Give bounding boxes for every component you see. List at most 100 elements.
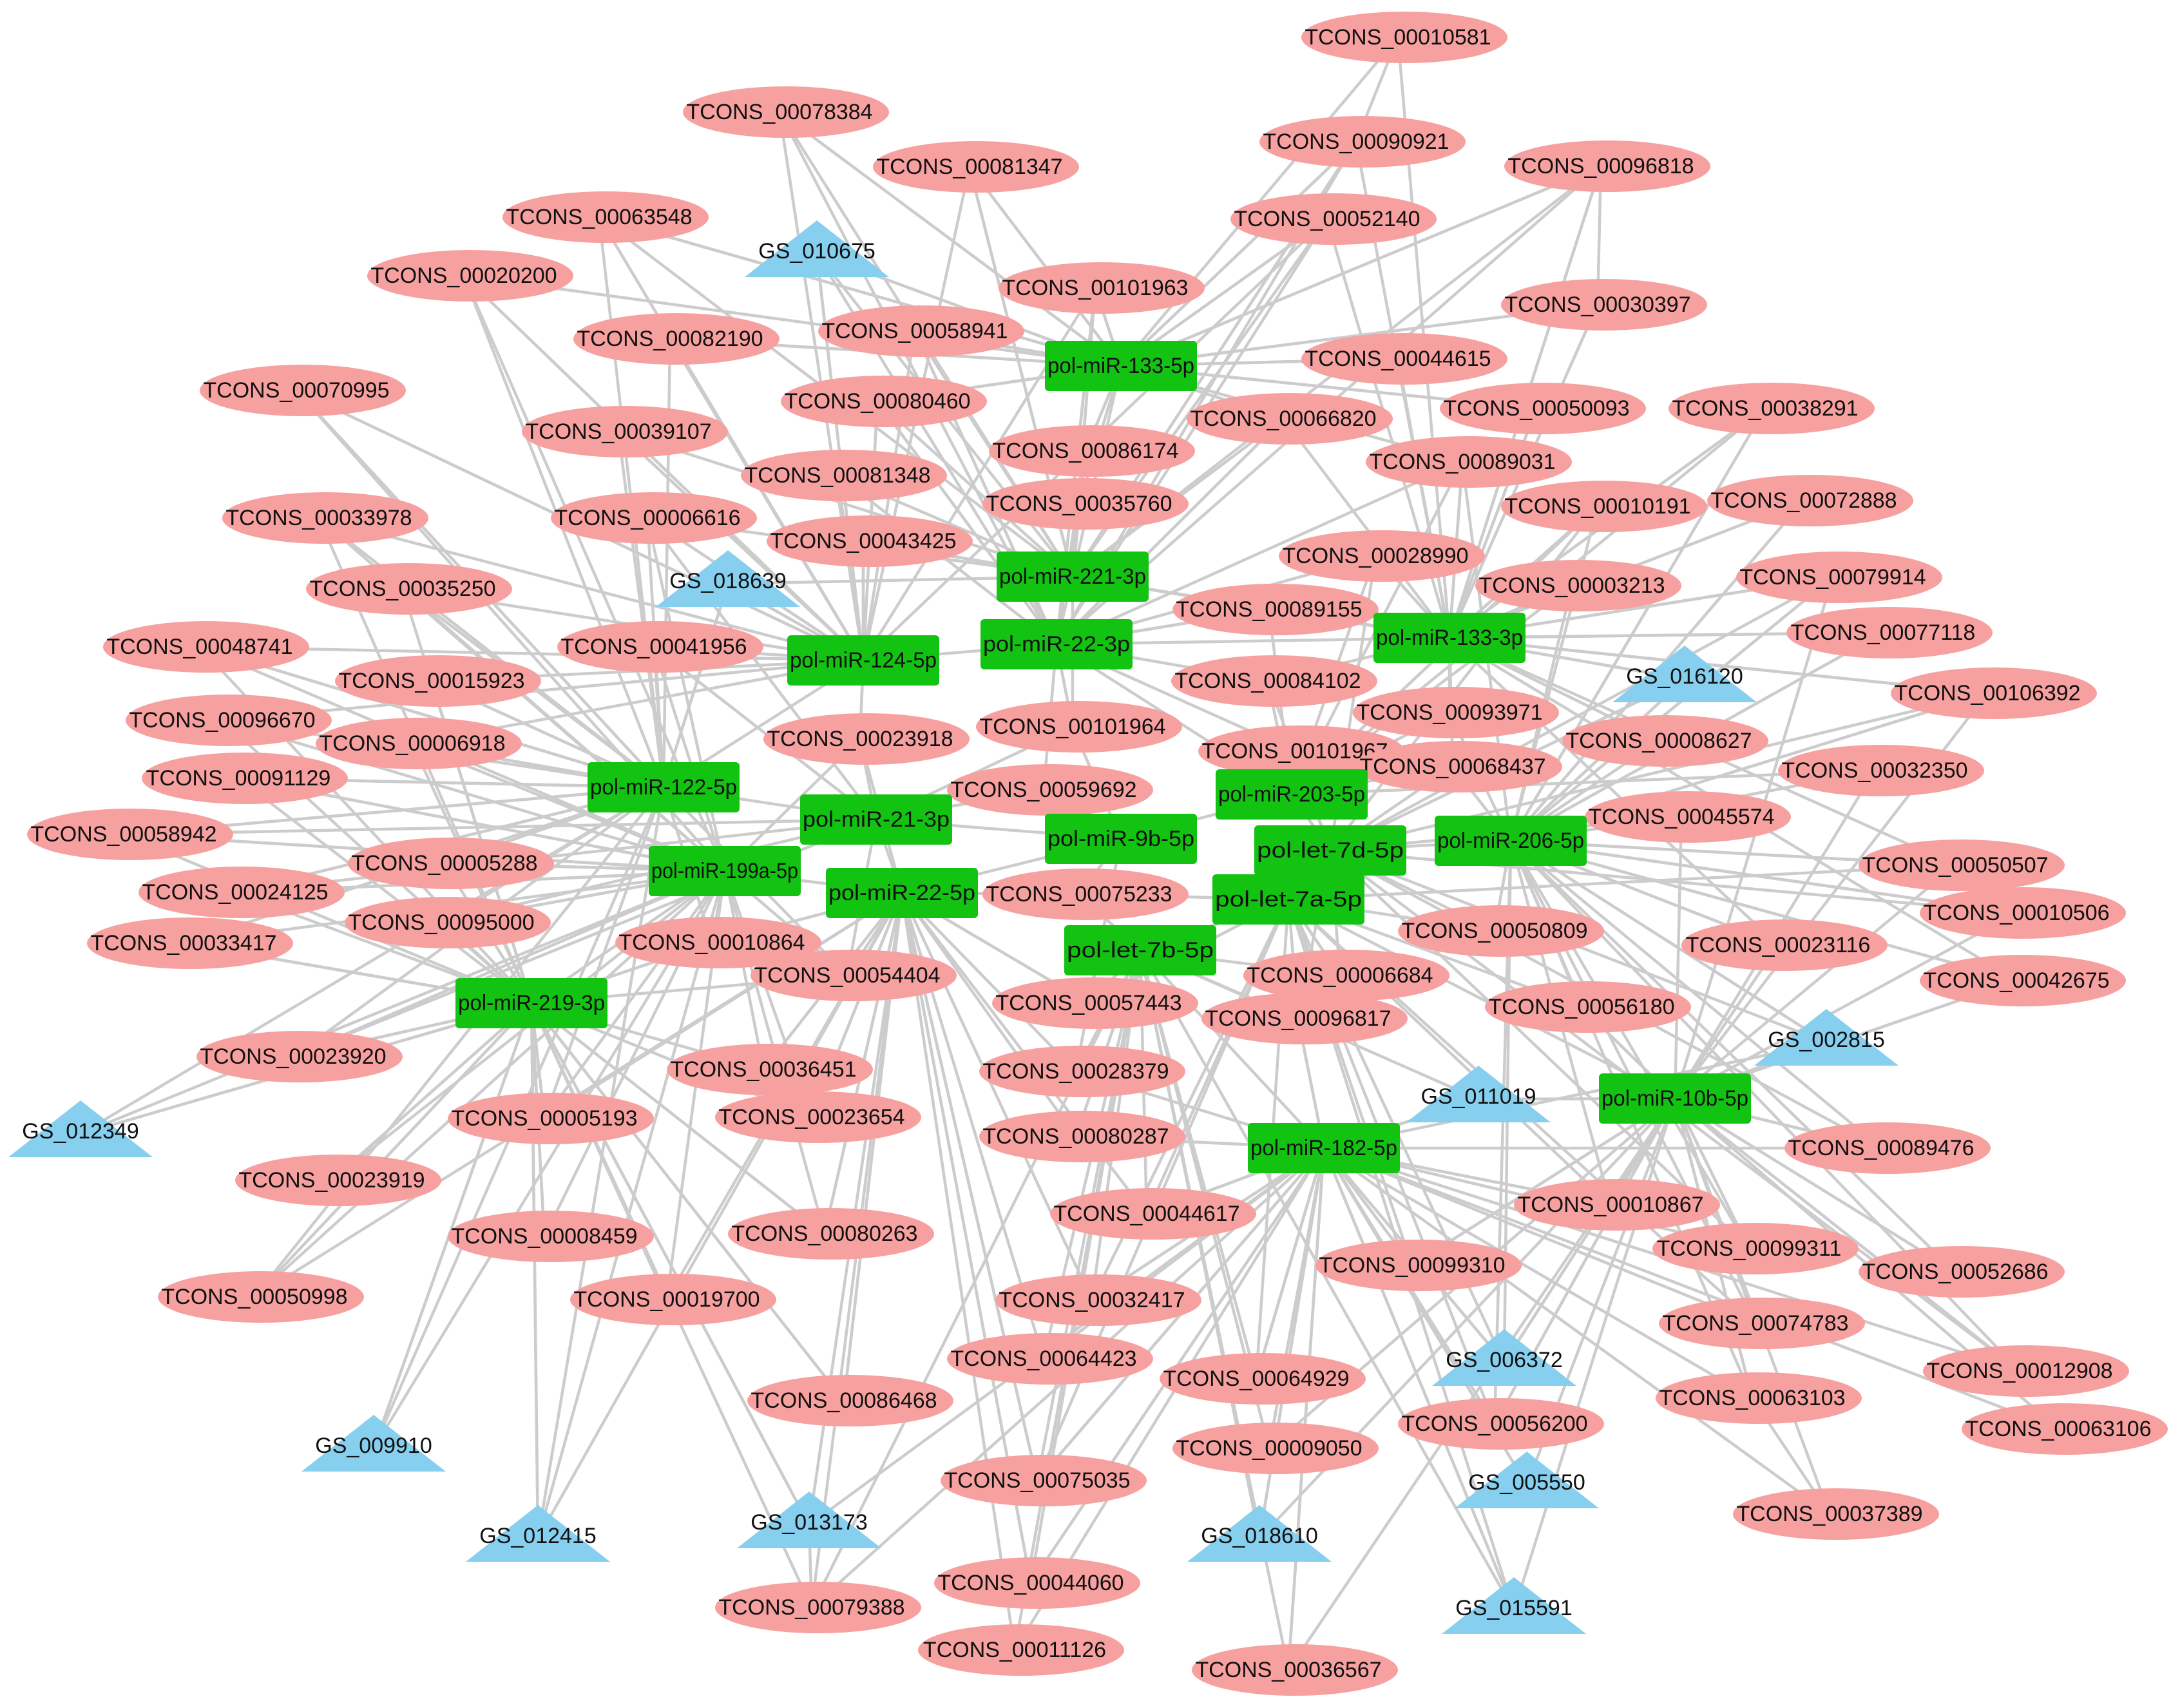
lncrna-node-tcons-00078384[interactable]: TCONS_00078384 — [683, 86, 889, 138]
lncrna-node-tcons-00035760[interactable]: TCONS_00035760 — [982, 478, 1189, 530]
lncrna-node-tcons-00063548[interactable]: TCONS_00063548 — [502, 191, 709, 243]
mirna-node-pol-mir-133-3p[interactable]: pol-miR-133-3p — [1373, 613, 1525, 663]
gene-node-gs-012415[interactable]: GS_012415 — [466, 1505, 610, 1562]
lncrna-node-tcons-00091129[interactable]: TCONS_00091129 — [142, 753, 348, 804]
lncrna-node-tcons-00035250[interactable]: TCONS_00035250 — [306, 563, 512, 615]
lncrna-node-tcons-00008459[interactable]: TCONS_00008459 — [448, 1211, 654, 1262]
lncrna-node-tcons-00099311[interactable]: TCONS_00099311 — [1652, 1223, 1859, 1274]
lncrna-node-tcons-00019700[interactable]: TCONS_00019700 — [570, 1274, 776, 1325]
lncrna-node-tcons-00070995[interactable]: TCONS_00070995 — [200, 365, 406, 416]
lncrna-node-tcons-00101963[interactable]: TCONS_00101963 — [999, 262, 1205, 314]
gene-node-gs-002815[interactable]: GS_002815 — [1754, 1009, 1898, 1066]
lncrna-node-tcons-00093971[interactable]: TCONS_00093971 — [1353, 687, 1559, 738]
lncrna-node-tcons-00066820[interactable]: TCONS_00066820 — [1187, 393, 1393, 445]
lncrna-node-tcons-00080460[interactable]: TCONS_00080460 — [781, 376, 987, 427]
gene-node-gs-012349[interactable]: GS_012349 — [8, 1100, 153, 1157]
lncrna-node-tcons-00006616[interactable]: TCONS_00006616 — [551, 492, 757, 544]
lncrna-node-tcons-00095000[interactable]: TCONS_00095000 — [345, 897, 551, 948]
lncrna-node-tcons-00048741[interactable]: TCONS_00048741 — [103, 621, 309, 673]
lncrna-node-tcons-00011126[interactable]: TCONS_00011126 — [918, 1624, 1124, 1676]
mirna-node-pol-mir-22-3p[interactable]: pol-miR-22-3p — [980, 619, 1133, 669]
gene-node-gs-016120[interactable]: GS_016120 — [1612, 646, 1757, 702]
lncrna-node-tcons-00075035[interactable]: TCONS_00075035 — [941, 1455, 1147, 1506]
mirna-node-pol-mir-219-3p[interactable]: pol-miR-219-3p — [455, 978, 607, 1028]
lncrna-node-tcons-00044617[interactable]: TCONS_00044617 — [1050, 1188, 1256, 1240]
lncrna-node-tcons-00086174[interactable]: TCONS_00086174 — [989, 425, 1195, 477]
lncrna-node-tcons-00008627[interactable]: TCONS_00008627 — [1562, 715, 1768, 767]
lncrna-node-tcons-00084102[interactable]: TCONS_00084102 — [1171, 655, 1377, 707]
lncrna-node-tcons-00003213[interactable]: TCONS_00003213 — [1475, 560, 1681, 611]
lncrna-node-tcons-00036451[interactable]: TCONS_00036451 — [667, 1044, 873, 1095]
lncrna-node-tcons-00050507[interactable]: TCONS_00050507 — [1859, 840, 2065, 891]
lncrna-node-tcons-00063106[interactable]: TCONS_00063106 — [1962, 1403, 2168, 1455]
lncrna-node-tcons-00077118[interactable]: TCONS_00077118 — [1786, 607, 1993, 658]
mirna-node-pol-mir-206-5p[interactable]: pol-miR-206-5p — [1435, 816, 1587, 866]
gene-node-gs-005550[interactable]: GS_005550 — [1455, 1452, 1599, 1508]
lncrna-node-tcons-00056200[interactable]: TCONS_00056200 — [1398, 1398, 1604, 1450]
lncrna-node-tcons-00023918[interactable]: TCONS_00023918 — [763, 713, 970, 765]
lncrna-node-tcons-00010191[interactable]: TCONS_00010191 — [1501, 481, 1707, 532]
lncrna-node-tcons-00005193[interactable]: TCONS_00005193 — [448, 1093, 654, 1144]
gene-node-gs-009910[interactable]: GS_009910 — [301, 1415, 446, 1472]
mirna-node-pol-mir-21-3p[interactable]: pol-miR-21-3p — [800, 794, 952, 845]
lncrna-node-tcons-00009050[interactable]: TCONS_00009050 — [1172, 1423, 1379, 1474]
lncrna-node-tcons-00052140[interactable]: TCONS_00052140 — [1230, 193, 1437, 245]
gene-node-gs-013173[interactable]: GS_013173 — [737, 1492, 881, 1548]
lncrna-node-tcons-00010867[interactable]: TCONS_00010867 — [1514, 1179, 1720, 1231]
mirna-node-pol-mir-199a-5p[interactable]: pol-miR-199a-5p — [649, 846, 801, 896]
mirna-node-pol-mir-22-5p[interactable]: pol-miR-22-5p — [826, 868, 978, 918]
lncrna-node-tcons-00090921[interactable]: TCONS_00090921 — [1259, 116, 1466, 168]
lncrna-node-tcons-00010864[interactable]: TCONS_00010864 — [615, 917, 821, 968]
lncrna-node-tcons-00050998[interactable]: TCONS_00050998 — [158, 1271, 364, 1323]
lncrna-node-tcons-00079388[interactable]: TCONS_00079388 — [715, 1582, 921, 1633]
lncrna-node-tcons-00089155[interactable]: TCONS_00089155 — [1172, 584, 1379, 635]
lncrna-node-tcons-00036567[interactable]: TCONS_00036567 — [1192, 1644, 1398, 1696]
lncrna-node-tcons-00052686[interactable]: TCONS_00052686 — [1859, 1246, 2065, 1298]
lncrna-node-tcons-00096817[interactable]: TCONS_00096817 — [1201, 993, 1408, 1044]
lncrna-node-tcons-00030397[interactable]: TCONS_00030397 — [1501, 279, 1707, 331]
lncrna-node-tcons-00074783[interactable]: TCONS_00074783 — [1659, 1298, 1865, 1349]
mirna-node-pol-let-7d-5p[interactable]: pol-let-7d-5p — [1254, 825, 1406, 876]
lncrna-node-tcons-00099310[interactable]: TCONS_00099310 — [1315, 1240, 1522, 1291]
lncrna-node-tcons-00023919[interactable]: TCONS_00023919 — [235, 1155, 441, 1206]
lncrna-node-tcons-00054404[interactable]: TCONS_00054404 — [751, 950, 957, 1001]
lncrna-node-tcons-00044060[interactable]: TCONS_00044060 — [934, 1557, 1140, 1609]
gene-node-gs-006372[interactable]: GS_006372 — [1432, 1329, 1576, 1386]
mirna-node-pol-mir-133-5p[interactable]: pol-miR-133-5p — [1045, 341, 1197, 391]
lncrna-node-tcons-00038291[interactable]: TCONS_00038291 — [1669, 383, 1875, 434]
lncrna-node-tcons-00028990[interactable]: TCONS_00028990 — [1279, 530, 1485, 582]
lncrna-node-tcons-00010506[interactable]: TCONS_00010506 — [1920, 887, 2126, 939]
gene-node-gs-018610[interactable]: GS_018610 — [1187, 1505, 1332, 1562]
mirna-node-pol-let-7a-5p[interactable]: pol-let-7a-5p — [1212, 874, 1364, 925]
lncrna-node-tcons-00050093[interactable]: TCONS_00050093 — [1440, 383, 1646, 434]
lncrna-node-tcons-00039107[interactable]: TCONS_00039107 — [522, 406, 728, 457]
lncrna-node-tcons-00080263[interactable]: TCONS_00080263 — [728, 1208, 934, 1260]
lncrna-node-tcons-00063103[interactable]: TCONS_00063103 — [1656, 1372, 1862, 1424]
lncrna-node-tcons-00064423[interactable]: TCONS_00064423 — [947, 1333, 1153, 1385]
lncrna-node-tcons-00064929[interactable]: TCONS_00064929 — [1160, 1353, 1366, 1405]
lncrna-node-tcons-00058941[interactable]: TCONS_00058941 — [818, 305, 1024, 357]
lncrna-node-tcons-00024125[interactable]: TCONS_00024125 — [139, 867, 345, 918]
lncrna-node-tcons-00006684[interactable]: TCONS_00006684 — [1243, 950, 1449, 1001]
gene-node-gs-010675[interactable]: GS_010675 — [745, 220, 889, 277]
lncrna-node-tcons-00056180[interactable]: TCONS_00056180 — [1485, 981, 1691, 1033]
mirna-node-pol-mir-203-5p[interactable]: pol-miR-203-5p — [1216, 769, 1368, 820]
lncrna-node-tcons-00010581[interactable]: TCONS_00010581 — [1301, 12, 1507, 63]
lncrna-node-tcons-00042675[interactable]: TCONS_00042675 — [1920, 955, 2126, 1006]
lncrna-node-tcons-00020200[interactable]: TCONS_00020200 — [367, 250, 573, 302]
lncrna-node-tcons-00045574[interactable]: TCONS_00045574 — [1585, 791, 1791, 843]
gene-node-gs-011019[interactable]: GS_011019 — [1406, 1066, 1551, 1122]
lncrna-node-tcons-00041956[interactable]: TCONS_00041956 — [557, 621, 763, 673]
mirna-node-pol-mir-124-5p[interactable]: pol-miR-124-5p — [787, 635, 939, 686]
lncrna-node-tcons-00032417[interactable]: TCONS_00032417 — [995, 1274, 1201, 1326]
lncrna-node-tcons-00050809[interactable]: TCONS_00050809 — [1398, 905, 1604, 957]
lncrna-node-tcons-00023654[interactable]: TCONS_00023654 — [715, 1091, 921, 1143]
lncrna-node-tcons-00080287[interactable]: TCONS_00080287 — [979, 1111, 1185, 1162]
lncrna-node-tcons-00068437[interactable]: TCONS_00068437 — [1356, 741, 1562, 792]
lncrna-node-tcons-00037389[interactable]: TCONS_00037389 — [1733, 1488, 1939, 1540]
lncrna-node-tcons-00023116[interactable]: TCONS_00023116 — [1681, 919, 1888, 971]
mirna-node-pol-mir-182-5p[interactable]: pol-miR-182-5p — [1248, 1123, 1400, 1173]
lncrna-node-tcons-00079914[interactable]: TCONS_00079914 — [1736, 552, 1942, 603]
lncrna-node-tcons-00005288[interactable]: TCONS_00005288 — [348, 838, 554, 889]
lncrna-node-tcons-00075233[interactable]: TCONS_00075233 — [982, 868, 1189, 920]
